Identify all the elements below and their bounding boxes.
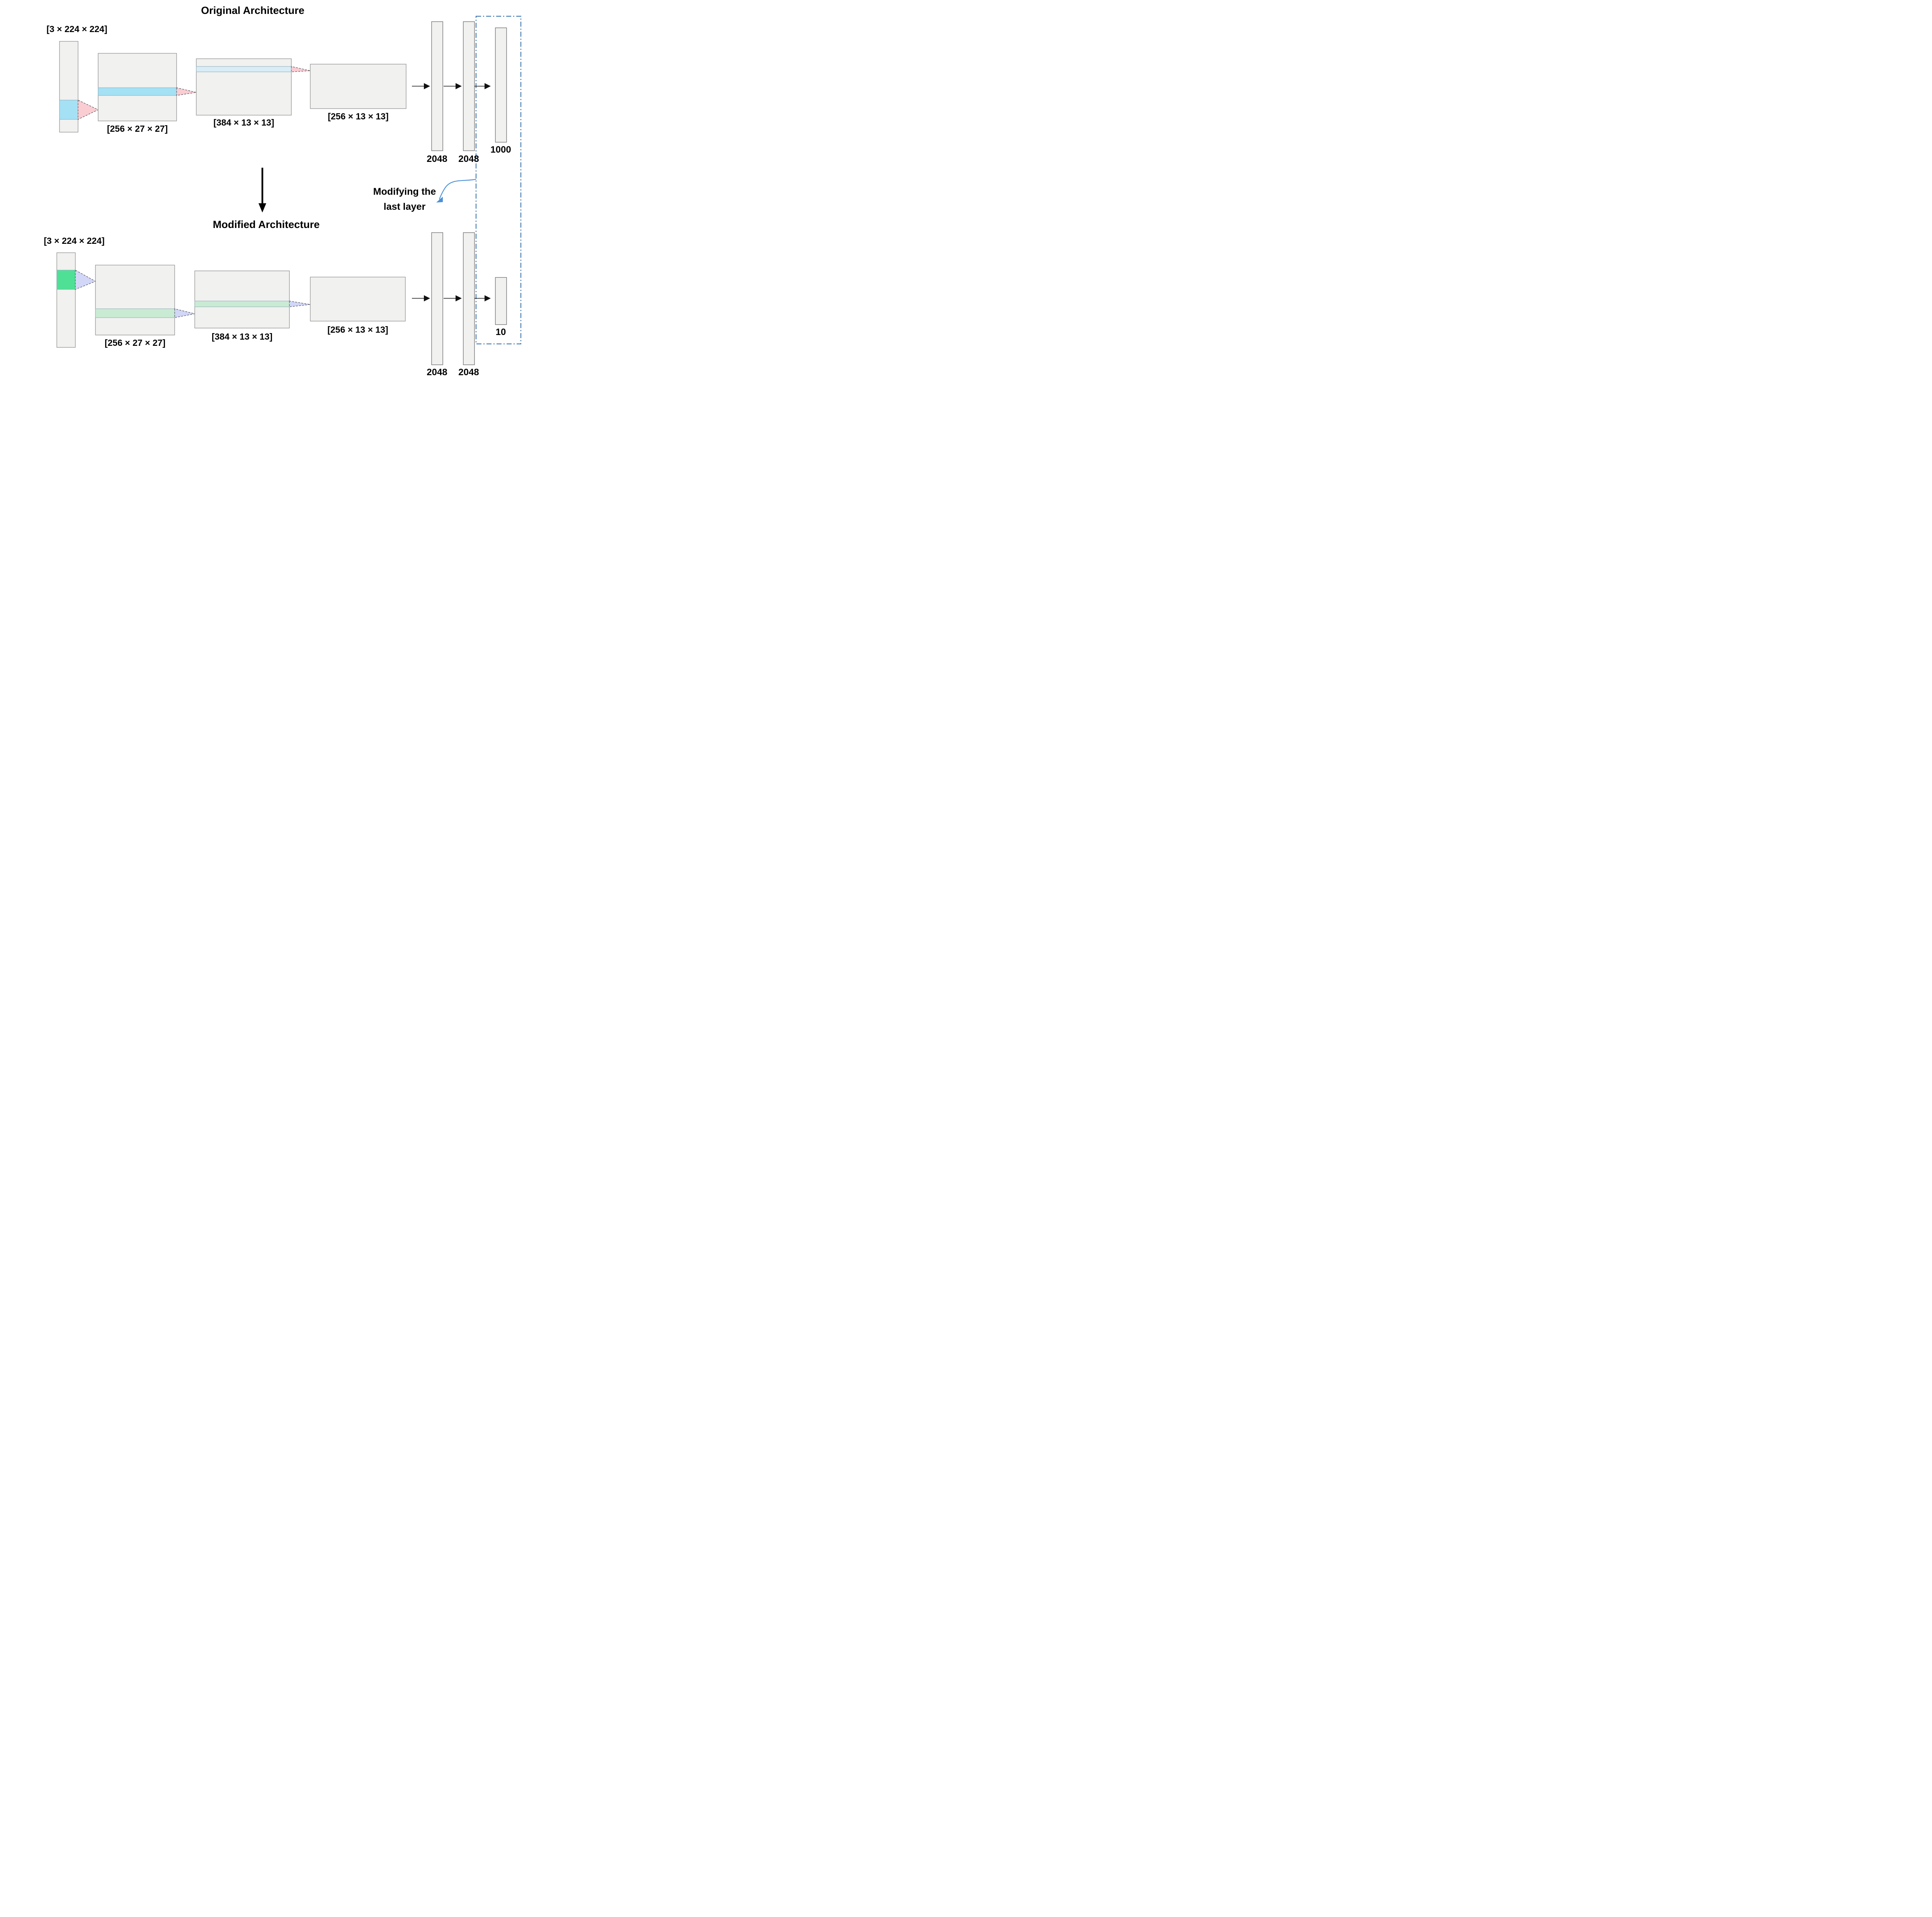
- modified-conv1-highlight-band: [95, 308, 175, 318]
- modified-fc2-bar: [463, 232, 475, 365]
- modified-input-label: [3 × 224 × 224]: [44, 236, 105, 246]
- modified-conv2-label: [384 × 13 × 13]: [211, 332, 273, 342]
- annotation-line2: last layer: [383, 201, 426, 212]
- modified-conv-kernel-triangle-1: [75, 269, 96, 290]
- transition-down-arrow-head: [259, 203, 266, 213]
- annotation-line1: Modifying the: [373, 186, 436, 197]
- modified-fc2-label: 2048: [458, 367, 479, 378]
- modified-fc-arrow-2-head: [456, 295, 462, 301]
- original-conv3-label: [256 × 13 × 13]: [328, 111, 389, 121]
- modified-conv3-box: [310, 277, 406, 321]
- original-fc1-bar: [431, 21, 443, 151]
- original-conv-kernel-triangle-3: [291, 66, 311, 72]
- original-fc2-bar: [463, 21, 475, 151]
- modified-conv2-box: [194, 270, 290, 328]
- original-fc-arrow-3-head: [485, 83, 491, 89]
- modified-fc-arrow-1-head: [424, 295, 430, 301]
- modified-title: Modified Architecture: [213, 219, 320, 230]
- original-fc-arrow-2-head: [456, 83, 462, 89]
- annotation-text: Modifying the last layer: [352, 184, 457, 214]
- original-fc-arrow-1-head: [424, 83, 430, 89]
- modified-conv1-label: [256 × 27 × 27]: [104, 338, 166, 348]
- original-fc2-label: 2048: [458, 154, 479, 164]
- original-output-bar: [495, 27, 507, 143]
- original-conv1-box: [98, 53, 177, 121]
- original-output-label: 1000: [490, 145, 511, 155]
- modified-fc-arrow-3-head: [485, 295, 491, 301]
- original-input-receptive-patch: [59, 100, 78, 120]
- modified-fc1-bar: [431, 232, 443, 365]
- original-conv1-label: [256 × 27 × 27]: [107, 124, 168, 134]
- annotation-curved-arrow-head: [436, 197, 443, 202]
- original-conv3-box: [310, 64, 406, 109]
- original-input-label: [3 × 224 × 224]: [46, 24, 107, 34]
- diagram-canvas: [56, 16, 521, 365]
- modified-input-receptive-patch: [56, 270, 76, 290]
- modified-output-label: 10: [495, 327, 506, 337]
- annotation-curved-arrow: [439, 179, 476, 200]
- original-conv2-highlight-band: [196, 66, 292, 72]
- modified-fc1-label: 2048: [427, 367, 447, 378]
- original-conv2-label: [384 × 13 × 13]: [213, 117, 274, 128]
- modified-conv-kernel-triangle-2: [174, 308, 195, 318]
- original-conv1-highlight-band: [98, 87, 177, 96]
- last-layer-dashed-box: [476, 16, 521, 344]
- original-conv-kernel-triangle-2: [176, 87, 197, 96]
- modified-input-bar: [56, 252, 76, 348]
- architecture-diagram: Original Architecture [3 × 224 × 224] [2…: [0, 0, 542, 383]
- original-title: Original Architecture: [201, 5, 304, 16]
- original-fc1-label: 2048: [427, 154, 447, 164]
- modified-output-bar: [495, 277, 507, 325]
- modified-conv-kernel-triangle-3: [289, 301, 311, 307]
- original-conv-kernel-triangle-1: [78, 100, 99, 120]
- modified-conv2-highlight-band: [194, 301, 290, 307]
- modified-conv1-box: [95, 265, 175, 335]
- modified-conv3-label: [256 × 13 × 13]: [327, 325, 388, 335]
